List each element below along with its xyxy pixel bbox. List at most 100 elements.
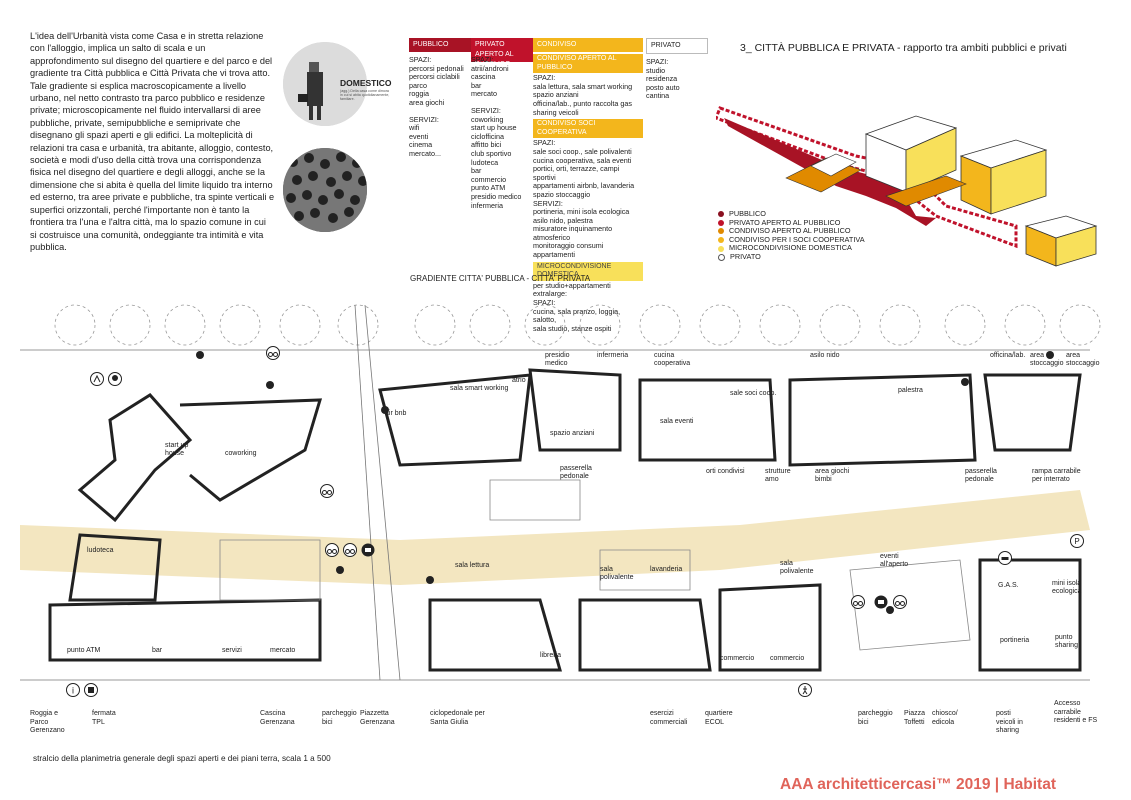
legend-swatch <box>718 228 724 235</box>
list-item: mercato... <box>409 148 441 158</box>
label-mini-isola: mini isola ecologica <box>1052 580 1082 595</box>
list-item: cantina <box>646 91 670 101</box>
axonometric-diagram <box>716 106 1098 267</box>
servizi-title: SERVIZI: <box>409 114 439 124</box>
label-commercio-2: commercio <box>770 655 805 662</box>
label-presidio: presidio medico <box>545 352 570 367</box>
label-orti: orti condivisi <box>706 468 745 475</box>
domestico-image <box>283 42 367 126</box>
bottom-label: ciclopedonale per Santa Giulia <box>430 710 485 726</box>
label-sala-poli-2: sala polivalente <box>780 560 814 575</box>
bottom-label: quartiere ECOL <box>705 710 733 726</box>
list-item: punto ATM <box>471 183 506 193</box>
list-item: wifi <box>409 123 420 133</box>
intro-text: L'idea dell'Urbanità vista come Casa e i… <box>30 31 275 252</box>
label-passerella-2: passerella pedonale <box>965 468 997 483</box>
list-item: ciclofficina <box>471 131 505 141</box>
bicycle-icon <box>266 346 280 360</box>
bottom-label: esercizi commerciali <box>650 710 688 726</box>
label-sala-eventi: sala eventi <box>660 418 694 425</box>
crowd-image <box>283 148 367 232</box>
servizi-title: SERVIZI: <box>533 198 563 208</box>
label-gas: G.A.S. <box>998 582 1019 589</box>
list-item: presidio medico <box>471 191 522 201</box>
list-item: misuratore inquinamento atmosferico <box>533 224 613 242</box>
tree-icon <box>108 372 122 386</box>
label-portineria: portineria <box>1000 637 1030 644</box>
header-pubblico: PUBBLICO <box>409 38 471 52</box>
label-coworking: coworking <box>225 450 257 457</box>
label-rampa: rampa carrabile per interrato <box>1032 468 1081 483</box>
label-atrio: atrio <box>512 377 526 384</box>
spazi-title: SPAZI: <box>471 55 494 64</box>
label-spazio-anziani: spazio anziani <box>550 430 595 437</box>
list-item: cucina, sala pranzo, loggia, salotto, <box>533 306 621 325</box>
sub-header: MICROCONDIVISIONE DOMESTICA <box>533 261 643 281</box>
spazi-title: SPAZI: <box>533 298 556 308</box>
list-item: posto auto <box>646 82 680 92</box>
label-stoccaggio-1: area stoccaggio <box>1030 352 1064 367</box>
legend-label: MICROCONDIVISIONE DOMESTICA <box>729 243 852 253</box>
label-libreria: libreria <box>540 652 562 659</box>
list-item: parco <box>409 80 427 90</box>
list-item: infermeria <box>471 200 503 210</box>
label-stoccaggio-2: area stoccaggio <box>1066 352 1100 367</box>
list-item: sala studio, stanze ospiti <box>533 323 612 333</box>
list-item: roggia <box>409 89 429 99</box>
list-item: cascina <box>471 72 496 82</box>
list-item: percorsi pedonali <box>409 63 464 73</box>
legend-swatch <box>718 211 724 218</box>
list-item: portici, orti, terrazze, campi sportivi <box>533 164 620 182</box>
header-privato-aperto: PRIVATO APERTO AL PUBBLICO <box>471 38 533 68</box>
label-servizi: servizi <box>222 647 242 654</box>
label-asilo: asilo nido <box>810 352 840 359</box>
list-item: percorsi ciclabili <box>409 72 460 82</box>
label-passerella-1: passerella pedonale <box>560 465 592 480</box>
label-punto-atm: punto ATM <box>67 647 101 654</box>
label-cucina: cucina cooperativa <box>654 352 691 367</box>
column-privato-aperto: PRIVATO APERTO AL PUBBLICO SPAZI: atrii/… <box>471 38 533 210</box>
bottom-label: parcheggio bici <box>858 710 893 726</box>
header-condiviso: CONDIVISO <box>533 38 643 52</box>
list-item: spazio anziani <box>533 90 579 100</box>
playground-icon <box>90 372 104 386</box>
list-item: officina/lab., punto raccolta gas <box>533 98 632 108</box>
column-condiviso: CONDIVISO CONDIVISO APERTO AL PUBBLICO S… <box>533 38 643 333</box>
bottom-label: chiosco/ edicola <box>932 710 958 726</box>
badge-title: DOMESTICO <box>340 78 392 88</box>
bottom-label: fermata TPL <box>92 710 116 726</box>
person-illustration-icon <box>283 42 367 126</box>
spazi-title: SPAZI: <box>533 138 556 148</box>
label-bar: bar <box>152 647 163 654</box>
legend: PUBBLICO PRIVATO APERTO AL PUBBLICO COND… <box>718 209 865 262</box>
list-item: bar <box>471 166 482 176</box>
label-mercato: mercato <box>270 647 296 654</box>
bottom-label: posti veicoli in sharing <box>996 710 1023 734</box>
info-icon: i <box>66 683 80 697</box>
list-item: portineria, mini isola ecologica <box>533 207 630 217</box>
legend-label: PUBBLICO <box>729 209 766 218</box>
pedestrian-icon <box>798 683 812 697</box>
bottom-label: parcheggio bici <box>322 710 357 726</box>
legend-label: CONDIVISO APERTO AL PUBBLICO <box>729 226 851 236</box>
sub-header: CONDIVISO SOCI COOPERATIVA <box>533 119 643 139</box>
bicycle-icon <box>851 595 865 609</box>
label-commercio-1: commercio <box>720 655 755 662</box>
legend-label: PRIVATO <box>730 251 761 261</box>
label-area-giochi: area giochi bimbi <box>815 468 850 483</box>
list-item: per studio+appartamenti extralarge: <box>533 280 611 299</box>
list-item: start up house <box>471 123 517 133</box>
bottom-label: Piazzetta Gerenzana <box>360 710 395 726</box>
servizi-title: SERVIZI: <box>471 105 501 115</box>
list-item: appartamenti airbnb, lavanderia <box>533 181 635 191</box>
label-strutture: strutture amo <box>765 468 791 483</box>
spazi-title: SPAZI: <box>646 57 669 66</box>
section-title: 3_ CITTÀ PUBBLICA E PRIVATA - rapporto t… <box>740 42 1067 54</box>
list-item: studio <box>646 65 666 75</box>
bottom-label: Cascina Gerenzana <box>260 710 295 726</box>
bus-stop-icon <box>84 683 98 697</box>
label-infermeria: infermeria <box>597 352 629 359</box>
spazi-title: SPAZI: <box>409 55 432 64</box>
column-pubblico: PUBBLICO SPAZI: percorsi pedonali percor… <box>409 38 471 159</box>
label-sala-lettura: sala lettura <box>455 562 490 569</box>
